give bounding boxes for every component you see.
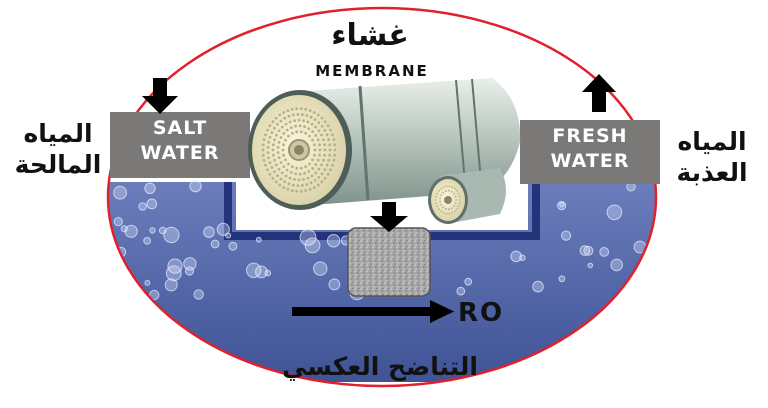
filter-down-arrow xyxy=(370,202,408,232)
reverse-osmosis-arabic-label: التناضح العكسي xyxy=(282,352,478,381)
small-membrane-cartridge xyxy=(428,168,506,224)
salt-water-label: SALT WATER xyxy=(110,116,250,166)
fresh-water-arabic-line: العذبة xyxy=(676,158,748,187)
salt-water-box xyxy=(110,112,250,178)
outline-ellipse xyxy=(106,6,658,388)
ro-label: RO xyxy=(458,298,505,328)
membrane-title: MEMBRANE xyxy=(315,62,429,80)
ro-flow-arrow xyxy=(292,300,454,323)
salt-water-label-line: WATER xyxy=(140,142,220,164)
salt-water-arabic-line: المالحة xyxy=(14,150,102,179)
fresh-water-arabic-line: المياه xyxy=(677,127,747,156)
salt-water-down-arrow xyxy=(142,78,178,114)
ro-filter-block xyxy=(347,227,431,297)
salt-water-label-line: SALT xyxy=(152,117,208,139)
fresh-water-arabic-label: المياه العذبة xyxy=(662,126,762,188)
membrane-title-arabic: غشاء xyxy=(331,18,409,53)
fresh-water-label: FRESH WATER xyxy=(520,124,660,174)
salt-water-arabic-line: المياه xyxy=(23,119,93,148)
fresh-water-label-line: WATER xyxy=(550,150,630,172)
fresh-water-box xyxy=(520,120,660,184)
salt-water-arabic-label: المياه المالحة xyxy=(6,118,110,180)
fresh-water-label-line: FRESH xyxy=(552,125,628,147)
fresh-water-up-arrow xyxy=(582,74,616,112)
